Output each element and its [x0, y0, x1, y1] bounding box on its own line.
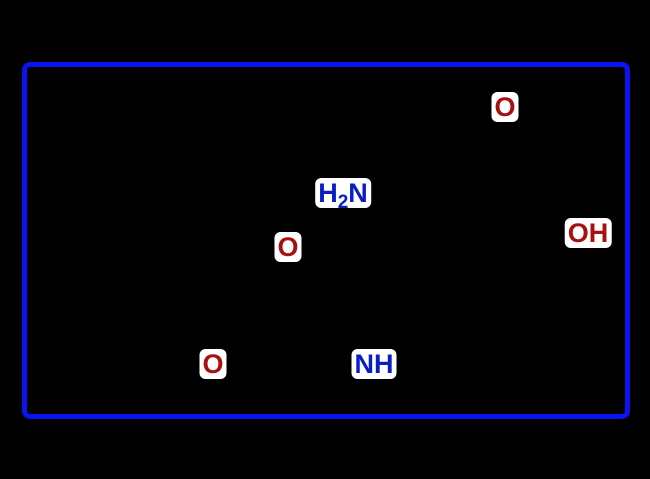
- atom-hydroxyl-oh: OH: [564, 218, 612, 248]
- atom-imine-nh: NH: [351, 349, 397, 379]
- atom-oxygen-middle: O: [274, 232, 302, 262]
- selection-frame: [22, 62, 630, 419]
- atom-amine-h: H: [318, 178, 338, 208]
- atom-amine-n: N: [348, 178, 368, 208]
- atom-amine-subscript: 2: [337, 192, 349, 213]
- atom-oxygen-bottom: O: [199, 349, 227, 379]
- atom-oxygen-top: O: [491, 92, 519, 122]
- atom-amine-h2n: H2N: [315, 178, 371, 212]
